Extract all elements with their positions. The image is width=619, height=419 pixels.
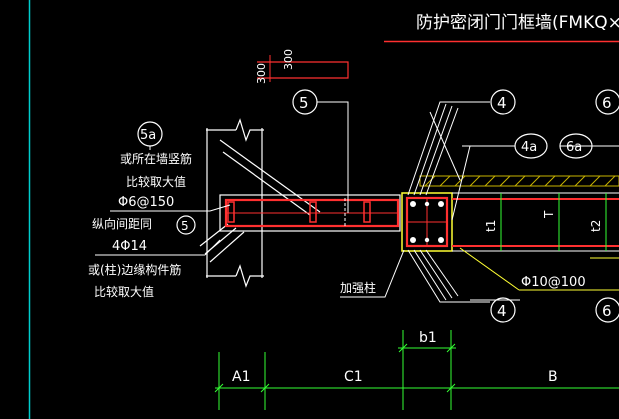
callout-5-top-label: 5 — [299, 94, 309, 112]
callout-6-bottom-label: 6 — [602, 302, 612, 320]
callout-6-bottom: 6 — [595, 297, 619, 323]
callout-5-top: 5 — [292, 89, 349, 213]
dim-300-marker: 300 300 — [255, 49, 349, 84]
callout-6a: 6a — [559, 133, 593, 159]
dim-b1: b1 — [419, 330, 437, 346]
callout-4-top-label: 4 — [497, 94, 507, 112]
callout-6-top-label: 6 — [602, 94, 612, 112]
spec-stirrup: Φ10@100 — [521, 275, 586, 290]
dim-300-label-a: 300 — [255, 63, 268, 84]
spec-tie: Φ6@150 — [118, 195, 174, 210]
dim-t2: t2 — [589, 220, 603, 232]
add-column-note: 加强柱 — [340, 249, 405, 298]
callout-6a-label: 6a — [566, 140, 582, 155]
lintel-beam — [219, 194, 401, 232]
note-edge-line1: 或(柱)边缘构件筋 — [88, 262, 181, 277]
callout-6-top: 6 — [595, 89, 619, 115]
drawing-title: 防护密闭门门框墙(FMKQ×)结构立 — [416, 13, 619, 33]
dim-B: B — [548, 369, 558, 385]
callout-4a-label: 4a — [521, 140, 537, 155]
note-spacing: 纵向间距同 — [92, 216, 152, 231]
add-column-label: 加强柱 — [340, 280, 376, 295]
dim-A1: A1 — [232, 369, 250, 385]
callout-4-bottom-label: 4 — [497, 302, 507, 320]
dim-300-label-b: 300 — [282, 49, 295, 70]
spec-main: 4Φ14 — [112, 239, 147, 254]
door-frame-wall: t1 T t2 — [419, 175, 619, 291]
callout-5-small-label: 5 — [181, 219, 189, 233]
note-edge-line2: 比较取大值 — [94, 284, 154, 299]
dim-T: T — [542, 210, 556, 219]
column-leaders — [407, 101, 619, 303]
callout-5a: 5a 或所在墙竖筋 比较取大值 Φ6@150 5 纵向间距同 4Φ14 或(柱)… — [88, 121, 231, 299]
note-vertical-line2: 比较取大值 — [126, 174, 186, 189]
callout-4a: 4a — [514, 133, 548, 159]
left-wall — [199, 118, 321, 288]
callout-4-top: 4 — [490, 89, 516, 115]
callout-4-bottom: 4 — [490, 297, 516, 323]
dim-C1: C1 — [344, 369, 363, 385]
dim-t1: t1 — [484, 220, 498, 232]
note-vertical-line1: 或所在墙竖筋 — [120, 151, 192, 166]
reinforced-column — [401, 192, 453, 252]
callout-5a-label: 5a — [140, 128, 156, 143]
bottom-dimension — [214, 330, 619, 410]
